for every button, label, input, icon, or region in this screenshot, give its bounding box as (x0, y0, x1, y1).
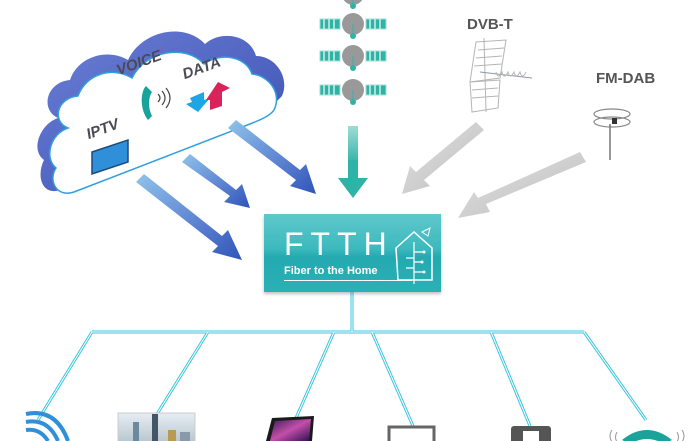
hub-subtitle: Fiber to the Home (284, 265, 378, 277)
data-arrows-icon (186, 82, 230, 112)
house-icon (395, 227, 433, 284)
arrow-satellite (338, 126, 368, 198)
hub-title: FTTH (284, 226, 394, 262)
arrow-fmdab (458, 152, 586, 218)
label-dvbt: DVB-T (467, 16, 513, 33)
fm-antenna-icon (593, 108, 631, 160)
arrow-iptv (136, 174, 242, 260)
monitor-icon (387, 425, 436, 441)
tv-icon (91, 138, 129, 176)
satellite (319, 79, 387, 105)
satellite (343, 0, 363, 9)
city-tv-icon (117, 412, 196, 441)
label-fmdab: FM-DAB (596, 70, 656, 87)
phone-icon (141, 86, 171, 120)
arrow-data (228, 120, 316, 194)
fiber-highlight (37, 292, 647, 427)
arrow-dvbt (402, 122, 484, 194)
satellite (319, 45, 387, 71)
laptop-icon (266, 416, 314, 441)
antenna-icon (469, 37, 533, 113)
telephone-icon (609, 429, 685, 441)
cloud-arrows (136, 120, 316, 260)
ftth-hub: FTTH Fiber to the Home (264, 214, 441, 292)
hub-underline (284, 280, 412, 281)
arrow-voice (182, 154, 250, 208)
fiber-distribution-lines (36, 292, 648, 427)
satellite-icon (319, 0, 387, 105)
ethernet-port-icon (511, 426, 551, 441)
wifi-icon (25, 411, 70, 441)
satellite (319, 13, 387, 39)
